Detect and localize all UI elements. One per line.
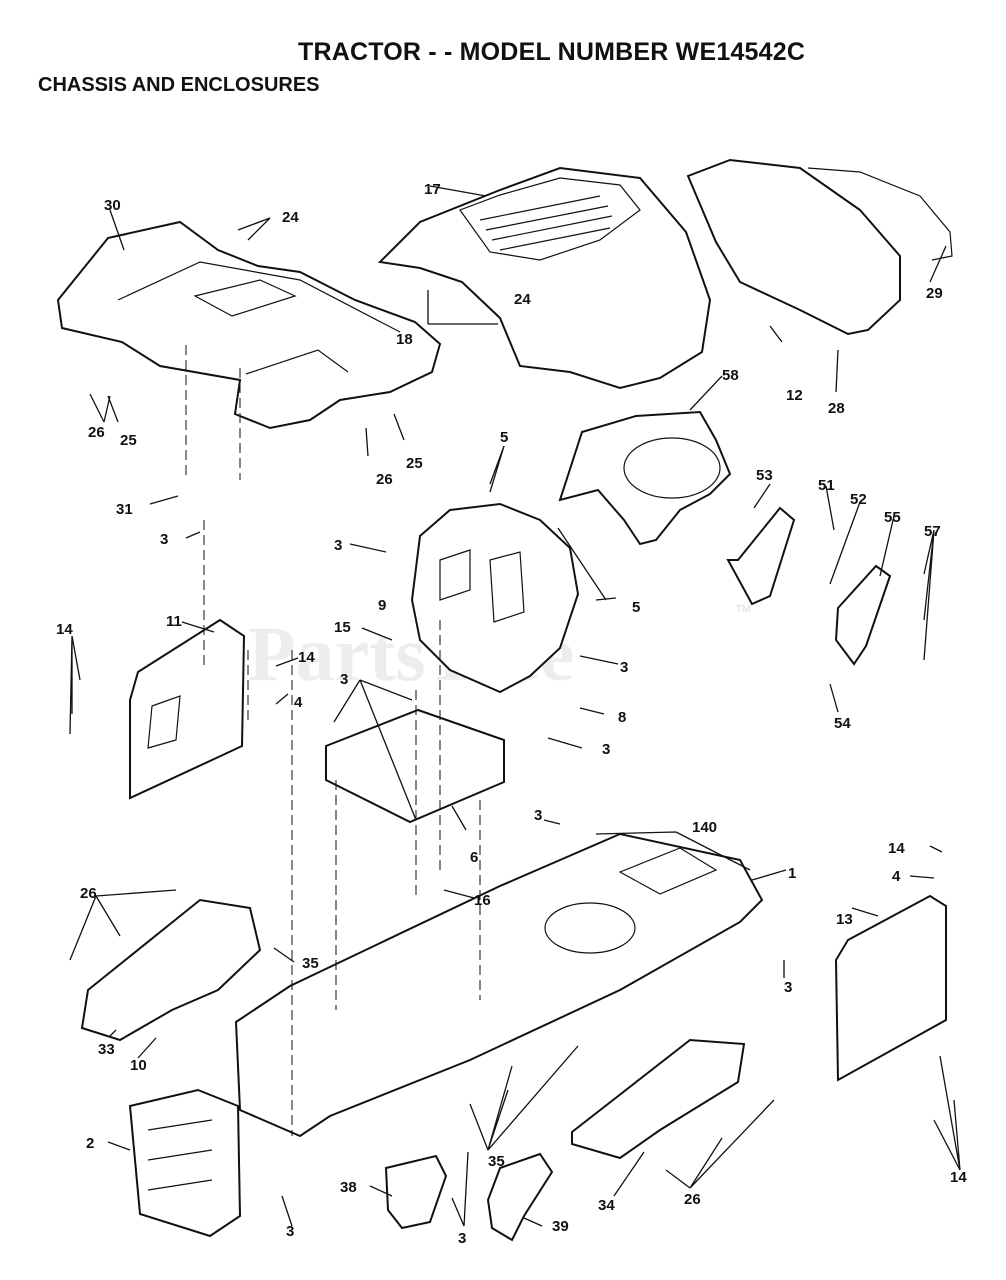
part-bracket-38[interactable] [384,1154,448,1230]
callout-3: 3 [458,1230,466,1247]
callout-17: 17 [424,181,441,198]
callout-1: 1 [788,865,796,882]
part-console[interactable] [410,502,580,694]
callout-51: 51 [818,477,835,494]
callout-25: 25 [120,432,137,449]
callout-25: 25 [406,455,423,472]
callout-58: 58 [722,367,739,384]
callout-3: 3 [534,807,542,824]
callout-30: 30 [104,197,121,214]
callout-35: 35 [302,955,319,972]
callout-26: 26 [376,471,393,488]
callout-3: 3 [602,741,610,758]
callout-14: 14 [888,840,905,857]
part-bracket-55[interactable] [834,564,892,666]
callout-9: 9 [378,597,386,614]
callout-4: 4 [294,694,303,711]
part-left-side-panel[interactable] [129,618,246,800]
part-front-bracket[interactable] [128,1088,242,1238]
part-right-side-panel[interactable] [834,894,947,1082]
callout-4: 4 [892,868,901,885]
callout-13: 13 [836,911,853,928]
part-bracket-39[interactable] [486,1152,554,1242]
callout-11: 11 [166,613,182,630]
callout-33: 33 [98,1041,115,1058]
callout-3: 3 [160,531,168,548]
callout-10: 10 [130,1057,147,1074]
part-bracket-53[interactable] [726,506,796,606]
callout-35: 35 [488,1153,505,1170]
callout-39: 39 [552,1218,569,1235]
callout-28: 28 [828,400,845,417]
watermark-trademark: TM [736,604,750,615]
callout-15: 15 [334,619,351,636]
callout-16: 16 [474,892,491,909]
part-left-footrest[interactable] [80,898,262,1042]
callout-55: 55 [884,509,901,526]
callout-14: 14 [298,649,315,666]
callout-5: 5 [500,429,508,446]
callout-26: 26 [80,885,97,902]
callout-24: 24 [514,291,531,308]
part-right-footrest[interactable] [571,1038,746,1160]
callout-2: 2 [86,1135,94,1152]
callout-140: 140 [692,819,717,836]
callout-3: 3 [286,1223,294,1240]
callout-12: 12 [786,387,803,404]
callout-3: 3 [340,671,348,688]
page-title: TRACTOR - - MODEL NUMBER WE14542C [298,38,806,66]
callout-5: 5 [632,599,640,616]
callout-57: 57 [924,523,941,540]
callout-38: 38 [340,1179,357,1196]
callout-3: 3 [784,979,792,996]
callout-6: 6 [470,849,478,866]
callout-54: 54 [834,715,851,732]
part-dash-panel[interactable] [558,410,732,546]
callout-3: 3 [334,537,342,554]
callout-31: 31 [116,501,133,518]
callout-24: 24 [282,209,299,226]
callout-14: 14 [56,621,73,638]
part-main-frame[interactable] [234,832,764,1138]
callout-3: 3 [620,659,628,676]
callout-26: 26 [684,1191,701,1208]
callout-group: 30 24 17 29 18 24 58 12 28 26 25 26 25 5… [56,181,967,1247]
part-hood[interactable] [377,166,712,390]
part-rear-fender[interactable] [56,220,442,430]
part-support-plate[interactable] [325,708,505,824]
callout-34: 34 [598,1197,615,1214]
callout-29: 29 [926,285,943,302]
callout-53: 53 [756,467,773,484]
section-subtitle: CHASSIS AND ENCLOSURES [38,74,320,96]
callout-52: 52 [850,491,867,508]
part-grille[interactable] [686,158,953,336]
callout-26: 26 [88,424,105,441]
callout-8: 8 [618,709,626,726]
callout-14: 14 [950,1169,967,1186]
callout-18: 18 [396,331,413,348]
